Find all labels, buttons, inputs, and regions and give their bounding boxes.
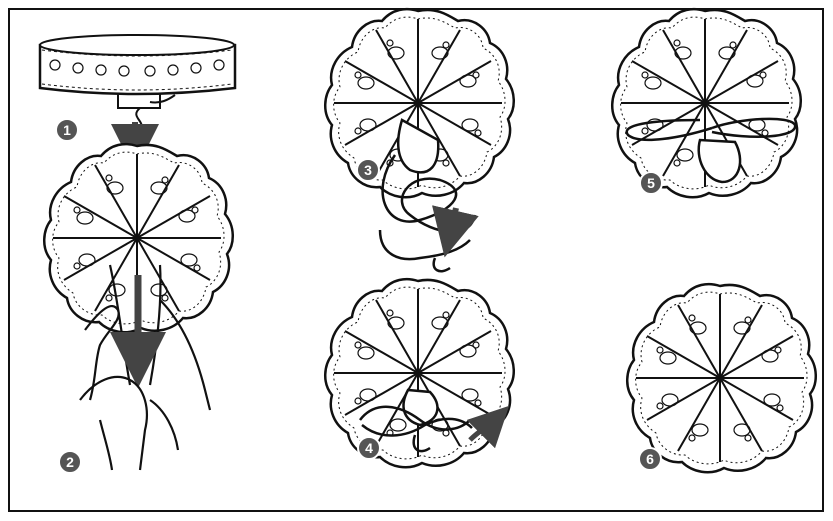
step-3-badge: 3 bbox=[357, 159, 379, 181]
step-6-badge: 6 bbox=[639, 448, 661, 470]
svg-text:4: 4 bbox=[365, 440, 373, 456]
step-5-badge: 5 bbox=[640, 172, 662, 194]
step-1-fabric-band bbox=[40, 35, 235, 108]
svg-text:5: 5 bbox=[647, 175, 655, 191]
svg-text:6: 6 bbox=[646, 451, 654, 467]
step-2-badge: 2 bbox=[59, 451, 81, 473]
step-6-rosette bbox=[627, 284, 816, 472]
step-4-rosette bbox=[325, 279, 514, 467]
svg-text:2: 2 bbox=[66, 454, 74, 470]
down-arrow-icon bbox=[135, 108, 142, 148]
svg-text:3: 3 bbox=[364, 162, 372, 178]
step-1-badge: 1 bbox=[56, 119, 78, 141]
svg-text:1: 1 bbox=[63, 122, 71, 138]
step-4-badge: 4 bbox=[358, 437, 380, 459]
